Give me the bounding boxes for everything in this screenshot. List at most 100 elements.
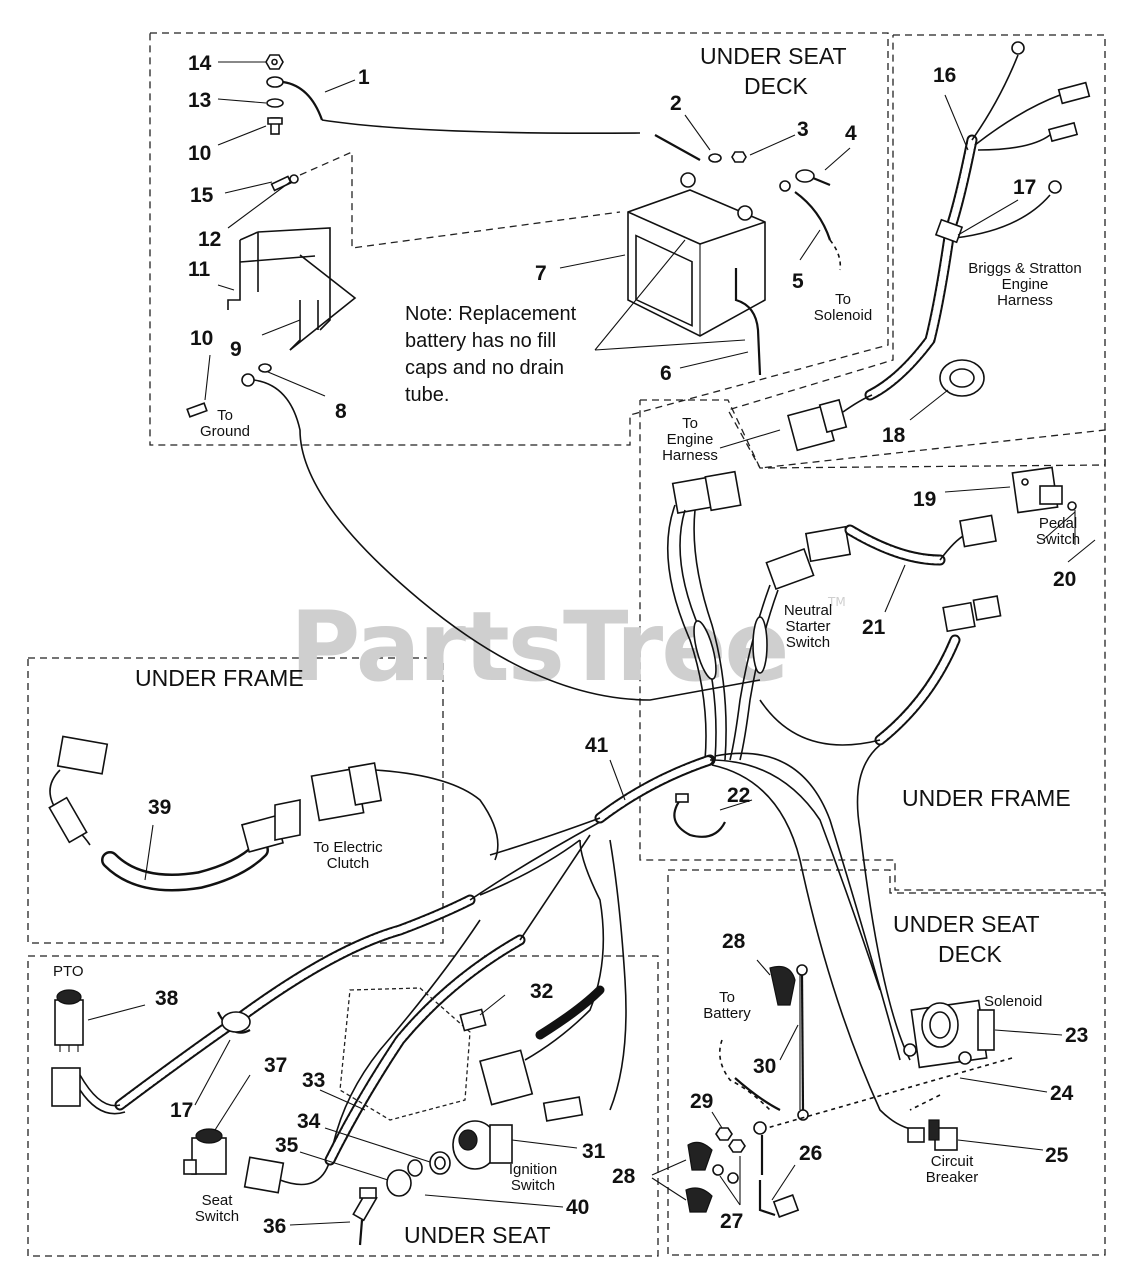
callout-26: 26 [799,1142,822,1165]
battery-note-line-3: caps and no drain [405,357,564,379]
pto-label: PTO [53,963,84,980]
callout-8: 8 [335,400,347,423]
region-under-frame-right: UNDER FRAME [902,785,1071,811]
to-battery-label-1: To [719,989,735,1006]
circuit-breaker-label-2: Breaker [926,1169,979,1186]
pto-switch-part [54,999,84,1046]
briggs-label-1: Briggs & Stratton [968,260,1081,277]
callout-9: 9 [230,338,242,361]
callout-36: 36 [263,1215,286,1238]
to-ground-label-2: Ground [200,423,250,440]
ignition-switch-label-2: Switch [511,1177,555,1194]
key-part [352,1187,378,1246]
briggs-engine-harness [787,41,1091,452]
callout-23: 23 [1065,1024,1088,1047]
callout-27: 27 [720,1210,743,1233]
watermark-trademark: TM [827,595,846,609]
to-electric-clutch-label-1: To Electric [313,839,383,856]
text-labels: Note: Replacement battery has no fill ca… [53,260,1082,1225]
clip-part [673,799,726,838]
callout-7: 7 [535,262,547,285]
main-harness [594,466,1077,1131]
callout-5: 5 [792,270,804,293]
callout-20: 20 [1053,568,1076,591]
callout-3: 3 [797,118,809,141]
callout-35: 35 [275,1134,299,1157]
pedal-switch-label-1: Pedal [1039,515,1077,532]
briggs-harness-outline [727,34,1106,469]
callout-17a: 17 [1013,176,1036,199]
terminal-boot-part [769,965,796,1006]
callout-39: 39 [148,796,171,819]
battery-note-line-2: battery has no fill [405,330,556,352]
callout-28a: 28 [722,930,746,953]
clip-31-part [459,1008,487,1032]
callout-18: 18 [882,424,906,447]
callout-16: 16 [933,64,956,87]
battery-note-line-1: Note: Replacement [405,303,577,325]
under-seat-deck-top-outline [149,32,889,446]
briggs-label-3: Harness [997,292,1053,309]
battery-note-line-4: tube. [405,384,449,406]
under-seat-components [51,821,627,1246]
callout-41: 40 [566,1196,589,1219]
callouts: 14 13 1 10 15 12 11 10 9 8 2 3 4 5 7 6 1… [148,52,1088,1238]
callout-19: 19 [913,488,936,511]
callout-15: 14 [188,52,212,75]
region-under-seat-deck-bottom-1: UNDER SEAT [893,911,1040,937]
callout-30: 30 [753,1055,776,1078]
under-frame-right-outline [639,399,1106,891]
leader-lines [87,61,1096,1226]
callout-22: 22 [727,784,750,807]
clutch-connector-left [56,735,109,775]
callout-11: 11 [188,258,211,281]
callout-10b: 10 [190,327,213,350]
callout-33: 33 [302,1069,325,1092]
pedal-harness-connector [804,525,852,563]
callout-37: 37 [264,1054,287,1077]
seat-switch-part [191,1137,227,1175]
callout-6: 6 [660,362,672,385]
seat-switch-label-2: Switch [195,1208,239,1225]
solenoid-assembly [685,964,1013,1218]
solenoid-label: Solenoid [984,993,1042,1010]
callout-40: 41 [585,734,609,757]
briggs-label-2: Engine [1002,276,1049,293]
callout-38: 38 [155,987,179,1010]
to-electric-clutch-label-2: Clutch [327,855,370,872]
callout-17b: 17 [170,1099,193,1122]
ignition-connector [479,1049,534,1106]
callout-12: 12 [198,228,221,251]
to-solenoid-label-2: Solenoid [814,307,872,324]
neutral-starter-switch-connector [765,547,815,591]
callout-2: 2 [670,92,682,115]
callout-1: 1 [358,66,370,89]
to-engine-harness-label-3: Harness [662,447,718,464]
callout-13: 15 [190,184,214,207]
to-battery-label-2: Battery [703,1005,751,1022]
to-solenoid-label-1: To [835,291,851,308]
callout-28b: 28 [612,1165,636,1188]
pedal-switch-label-2: Switch [1036,531,1080,548]
to-engine-harness-label-2: Engine [667,431,714,448]
region-under-seat-deck-top-2: DECK [744,73,809,99]
callout-34: 34 [297,1110,321,1133]
region-under-frame-left: UNDER FRAME [135,665,304,691]
electric-clutch-harness [48,735,601,892]
callout-25: 25 [1045,1144,1069,1167]
under-frame-left-outline [27,657,444,944]
neutral-starter-label-2: Starter [785,618,830,635]
callout-10a: 10 [188,142,211,165]
callout-31: 32 [530,980,553,1003]
battery-assembly [186,54,842,701]
region-under-seat: UNDER SEAT [404,1222,551,1248]
callout-29: 29 [690,1090,713,1113]
neutral-starter-label-3: Switch [786,634,830,651]
callout-4: 4 [845,122,857,145]
neutral-starter-label-1: Neutral [784,602,832,619]
ignition-switch-label-1: Ignition [509,1161,557,1178]
callout-32: 31 [582,1140,606,1163]
seat-switch-label-1: Seat [202,1192,234,1209]
to-ground-label-1: To [217,407,233,424]
